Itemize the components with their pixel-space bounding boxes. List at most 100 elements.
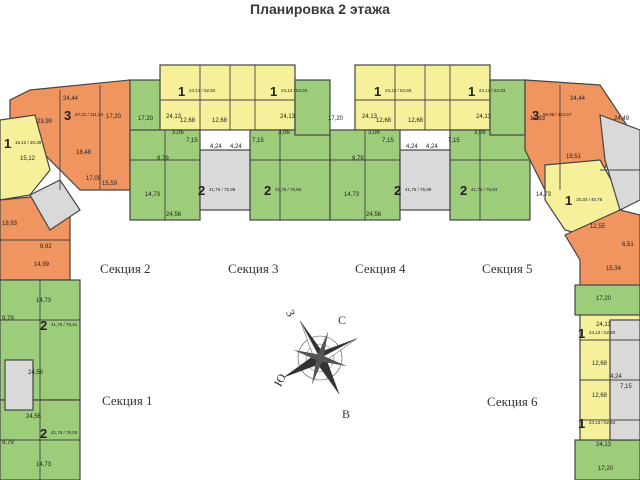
compass-south: Ю	[271, 371, 289, 388]
room-area-label: 12,55	[590, 224, 606, 230]
room-area-label: 4,24	[230, 144, 242, 150]
apt-block-sec6-top	[574, 284, 640, 316]
room-area-label: 17,20	[106, 114, 122, 120]
apartment-rooms-count: 2	[198, 183, 205, 198]
room-area-label: 6,51	[622, 242, 634, 248]
room-area-label: 14,73	[344, 192, 360, 198]
apartment-rooms-count: 2	[460, 183, 467, 198]
room-area-label: 7,15	[382, 138, 394, 144]
section-label-4: Секция 4	[355, 261, 406, 276]
apartment-rooms-count: 1	[270, 84, 277, 99]
apartment-rooms-count: 2	[394, 183, 401, 198]
room-area-label: 24,44	[570, 96, 586, 102]
apt-block-sec5-lower	[564, 209, 640, 301]
room-area-label: 24,56	[166, 212, 182, 218]
room-area-label: 9,79	[2, 440, 14, 446]
section-label-1: Секция 1	[102, 393, 153, 408]
apt-block-sec3-side	[294, 79, 331, 136]
stair-sec2	[29, 179, 81, 231]
stair-sec4	[399, 149, 451, 211]
apartment-area: 41,76 / 75,84	[275, 187, 302, 192]
room-area-label: 12,68	[592, 393, 608, 399]
apartment-blocks	[0, 64, 640, 480]
room-area-label: 7,15	[252, 138, 264, 144]
room-area-label: 14,73	[36, 298, 52, 304]
apartment-area: 24,13 / 52,93	[479, 88, 506, 93]
room-area-label: 19,51	[566, 154, 582, 160]
apartment-rooms-count: 1	[578, 326, 585, 341]
room-area-label: 3,06	[368, 130, 380, 136]
room-area-label: 15,59	[102, 181, 118, 187]
room-area-label: 24,13	[476, 114, 492, 120]
room-area-label: 4,24	[406, 144, 418, 150]
apartment-area: 41,76 / 75,84	[471, 187, 498, 192]
room-area-label: 14,99	[34, 262, 50, 268]
room-area-label: 9,79	[352, 156, 364, 162]
compass-north: С	[338, 313, 346, 327]
room-area-label: 12,68	[376, 118, 392, 124]
apartment-rooms-count: 1	[4, 136, 11, 151]
stair-sec5	[599, 114, 640, 211]
room-area-label: 24,13	[596, 322, 612, 328]
room-area-label: 24,13	[166, 114, 182, 120]
apartment-rooms-count: 3	[64, 108, 71, 123]
room-area-label: 7,15	[620, 384, 632, 390]
room-area-label: 17,20	[328, 116, 344, 122]
room-area-label: 24,56	[366, 212, 382, 218]
apartment-rooms-count: 1	[565, 193, 572, 208]
room-area-label: 17,20	[598, 466, 614, 472]
room-area-label: 9,79	[2, 316, 14, 322]
room-area-label: 24,44	[63, 96, 79, 102]
room-area-label: 15,34	[606, 266, 622, 272]
section-label-2: Секция 2	[100, 261, 151, 276]
apartment-area: 24,13 / 52,93	[589, 420, 616, 425]
apt-block-sec4-right	[449, 129, 531, 221]
apartment-area: 24,13 / 52,93	[281, 88, 308, 93]
apartment-area: 41,76 / 75,99	[209, 187, 236, 192]
apartment-rooms-count: 2	[40, 318, 47, 333]
room-area-label: 18,93	[2, 221, 18, 227]
apartment-area: 41,76 / 76,41	[51, 322, 78, 327]
room-area-label: 4,24	[426, 144, 438, 150]
room-area-label: 4,24	[210, 144, 222, 150]
apartment-area: 24,13 / 52,93	[189, 88, 216, 93]
room-area-label: 14,73	[536, 192, 552, 198]
apt-block-sec2-yellow	[0, 114, 51, 201]
room-area-label: 9,79	[157, 156, 169, 162]
section-label-3: Секция 3	[228, 261, 279, 276]
apartment-area: 15,12 / 40,39	[15, 140, 42, 145]
room-area-label: 24,56	[28, 370, 44, 376]
apartment-rooms-count: 1	[374, 84, 381, 99]
room-area-label: 18,48	[76, 150, 92, 156]
room-area-label: 17,05	[86, 176, 102, 182]
apt-block-sec6-bottom	[574, 439, 640, 480]
room-area-label: 24,49	[614, 116, 630, 122]
stair-sec1	[4, 359, 34, 411]
compass-west: З	[283, 307, 298, 319]
apartment-area: 41,76 / 75,99	[405, 187, 432, 192]
apartment-rooms-count: 2	[40, 426, 47, 441]
room-area-label: 24,13	[362, 114, 378, 120]
apartment-rooms-count: 1	[178, 84, 185, 99]
room-area-label: 24,13	[596, 442, 612, 448]
walls	[0, 65, 640, 480]
apartment-rooms-count: 1	[578, 416, 585, 431]
room-area-label: 17,33	[530, 116, 546, 122]
apartment-rooms-count: 1	[468, 84, 475, 99]
stair-sec3	[199, 149, 251, 211]
apartment-area: 24,13 / 52,93	[589, 330, 616, 335]
room-area-label: 23,99	[37, 119, 53, 125]
room-area-label: 3,06	[474, 130, 486, 136]
section-label-6: Секция 6	[487, 394, 538, 409]
room-area-label: 24,13	[280, 114, 296, 120]
section-labels: Секция 2 Секция 3 Секция 4 Секция 5 Секц…	[100, 261, 538, 409]
page-title: Планировка 2 этажа	[250, 1, 390, 17]
compass-rose-icon: С З Ю В	[271, 307, 358, 421]
apartment-area: 56,98 / 114,57	[543, 112, 572, 117]
section-label-5: Секция 5	[482, 261, 533, 276]
compass-east: В	[342, 407, 350, 421]
apt-block-sec4-yellow	[354, 64, 491, 131]
room-area-label: 14,73	[145, 192, 161, 198]
